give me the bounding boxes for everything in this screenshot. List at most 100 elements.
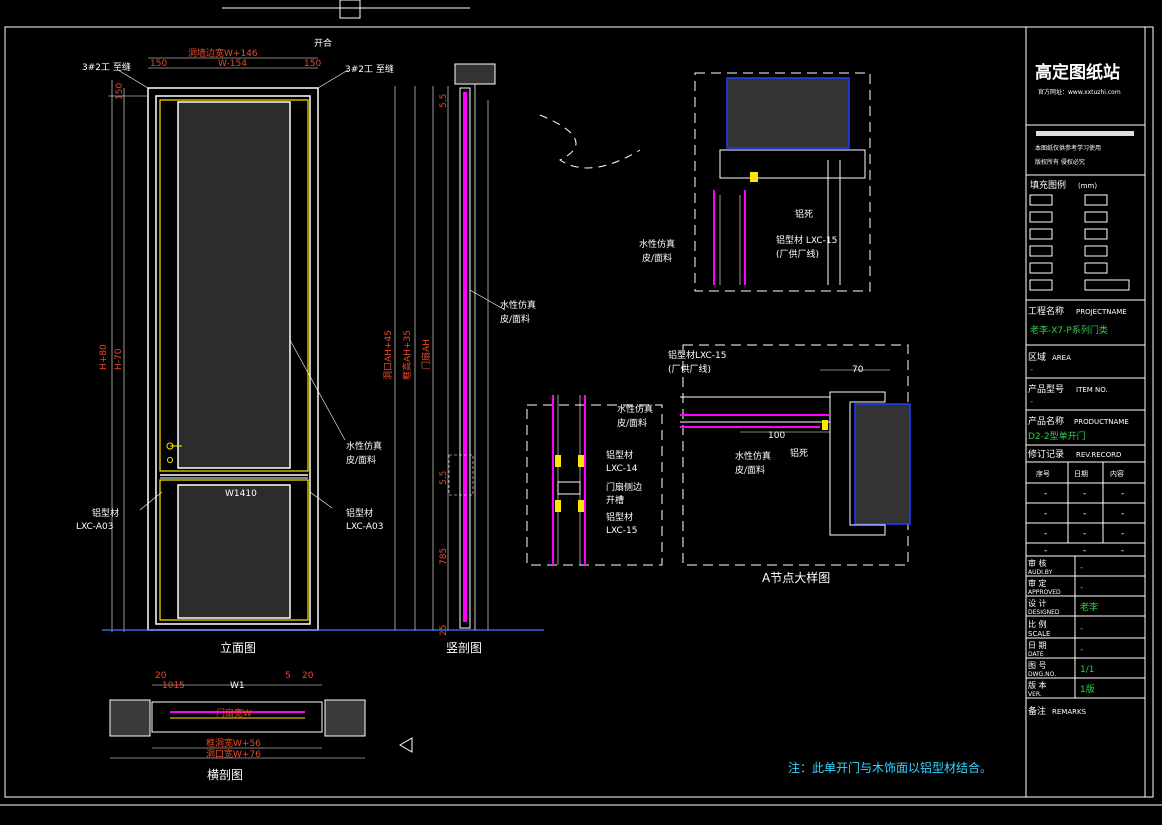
field-label-en: AUDI.BY: [1028, 569, 1053, 576]
section-d3: 785: [439, 548, 449, 565]
titleblock: [1026, 124, 1145, 699]
section-d1: 5.5: [439, 94, 449, 108]
field-value: -: [1080, 645, 1083, 655]
rev-cell: -: [1121, 489, 1124, 499]
project-label-en: PROJECTNAME: [1076, 308, 1127, 316]
rev-label: 修订记录: [1028, 448, 1064, 460]
remarks-label-en: REMARKS: [1052, 708, 1087, 716]
disclaimer-1: 本图纸仅供参考学习使用: [1035, 144, 1101, 152]
rev-cell: -: [1044, 489, 1047, 499]
open-note: 开合: [314, 37, 332, 49]
field-label: 设 计: [1028, 598, 1047, 608]
head-detail-view: [539, 72, 871, 292]
rev-cell: -: [1083, 529, 1086, 539]
field-label-en: APPROVED: [1028, 589, 1061, 596]
top-dimension-label-2: W-154: [218, 59, 247, 69]
area-label: 区域: [1028, 351, 1046, 363]
field-value: -: [1080, 563, 1083, 573]
mid-detail-note-3: 铝型材: [606, 449, 633, 461]
leaf-edge-detail-view: [526, 395, 663, 566]
legend-unit: (mm): [1078, 182, 1097, 190]
remarks-label: 备注: [1028, 705, 1046, 717]
top-dimension-label: 洞墙边宽W+146: [188, 47, 258, 59]
item-label-en: ITEM NO.: [1076, 386, 1108, 394]
rev-col-1: 序号: [1036, 469, 1050, 478]
a-detail-d100: 100: [768, 431, 785, 441]
plan-outer-2: 洞口宽W+76: [206, 748, 261, 760]
field-value: 老李: [1080, 601, 1098, 613]
rev-cell: -: [1044, 546, 1047, 556]
right-note: 3#2工 至缝: [345, 63, 394, 75]
section-caption: 竖剖图: [446, 641, 482, 655]
rev-col-2: 日期: [1074, 470, 1088, 478]
leaf-skin: [463, 92, 467, 622]
top-detail-note-3: (厂供厂线): [776, 248, 819, 260]
project-value: 老李-X7-P系列门类: [1030, 324, 1108, 336]
lock-icon: [167, 457, 173, 463]
side-wall-block: [854, 403, 911, 525]
top-detail-note-5: 皮/面料: [642, 252, 672, 264]
hatch-legend: [1029, 194, 1130, 291]
plan-w1: W1: [230, 681, 245, 691]
rev-cell: -: [1121, 529, 1124, 539]
area-value: -: [1030, 365, 1033, 375]
section-note-2: 皮/面料: [500, 313, 530, 325]
head-block: [454, 63, 496, 85]
top-detail-note-1: 铝死: [795, 208, 813, 220]
rev-cell: -: [1121, 546, 1124, 556]
rev-cell: -: [1044, 509, 1047, 519]
rev-cell: -: [1083, 489, 1086, 499]
section-arrow-icon: [399, 737, 413, 753]
rev-cell: -: [1083, 509, 1086, 519]
legend-title: 填充图例: [1030, 179, 1066, 191]
a-detail-caption: A节点大样图: [762, 570, 830, 585]
top-marker: [339, 0, 361, 19]
plan-inner: 门扇宽W: [216, 707, 252, 719]
side-150: 150: [115, 83, 125, 100]
plan-d20-right: 20: [302, 671, 314, 681]
dim-150-left: 150: [150, 59, 167, 69]
field-value: 1/1: [1080, 665, 1094, 675]
a-detail-note-4: 皮/面料: [735, 464, 765, 476]
right-profile-2: LXC-A03: [346, 522, 383, 532]
field-label: 比 例: [1028, 619, 1047, 629]
plan-outer-1: 框洞宽W+56: [206, 737, 261, 749]
a-node-detail-view: [680, 344, 911, 566]
panel-note-1: 水性仿真: [346, 440, 382, 452]
field-label-en: VER.: [1028, 691, 1042, 698]
mid-detail-note-1: 水性仿真: [617, 403, 653, 415]
elevation-caption: 立面图: [220, 640, 256, 655]
section-d4: 25: [439, 625, 449, 636]
a-detail-note-5: 铝死: [790, 447, 808, 459]
mid-detail-note-7: 铝型材: [606, 511, 633, 523]
field-label: 图 号: [1028, 661, 1047, 670]
elevation-view: [102, 57, 544, 632]
plan-caption: 横剖图: [207, 768, 243, 782]
field-value: -: [1080, 624, 1083, 634]
mid-dimension: W1410: [225, 489, 257, 499]
field-label-en: DWG.NO.: [1028, 671, 1056, 678]
product-label: 产品名称: [1028, 415, 1064, 427]
mid-detail-note-8: LXC-15: [606, 526, 638, 536]
area-label-en: AREA: [1052, 354, 1071, 362]
plan-d5: 5: [285, 671, 291, 681]
disclaimer-2: 版权所有 侵权必究: [1035, 158, 1085, 166]
field-value: -: [1080, 583, 1083, 593]
left-profile-2: LXC-A03: [76, 522, 113, 532]
field-label-en: SCALE: [1028, 630, 1050, 638]
a-detail-note-2: (厂供厂线): [668, 363, 711, 375]
height-inner: H-70: [114, 348, 124, 370]
section-d2: 5.5: [439, 471, 449, 485]
left-note: 3#2工 至缝: [82, 61, 131, 73]
left-profile-1: 铝型材: [92, 507, 119, 519]
horizontal-section-view: [109, 684, 413, 759]
field-label-en: DESIGNED: [1028, 609, 1060, 616]
rev-cell: -: [1044, 529, 1047, 539]
field-label-en: DATE: [1028, 651, 1044, 658]
right-profile-1: 铝型材: [346, 507, 373, 519]
mid-detail-note-4: LXC-14: [606, 464, 638, 474]
rev-label-en: REV.RECORD: [1076, 451, 1121, 459]
general-note: 注：此单开门与木饰面以铝型材结合。: [788, 760, 992, 775]
plan-d20-left: 20: [155, 671, 167, 681]
